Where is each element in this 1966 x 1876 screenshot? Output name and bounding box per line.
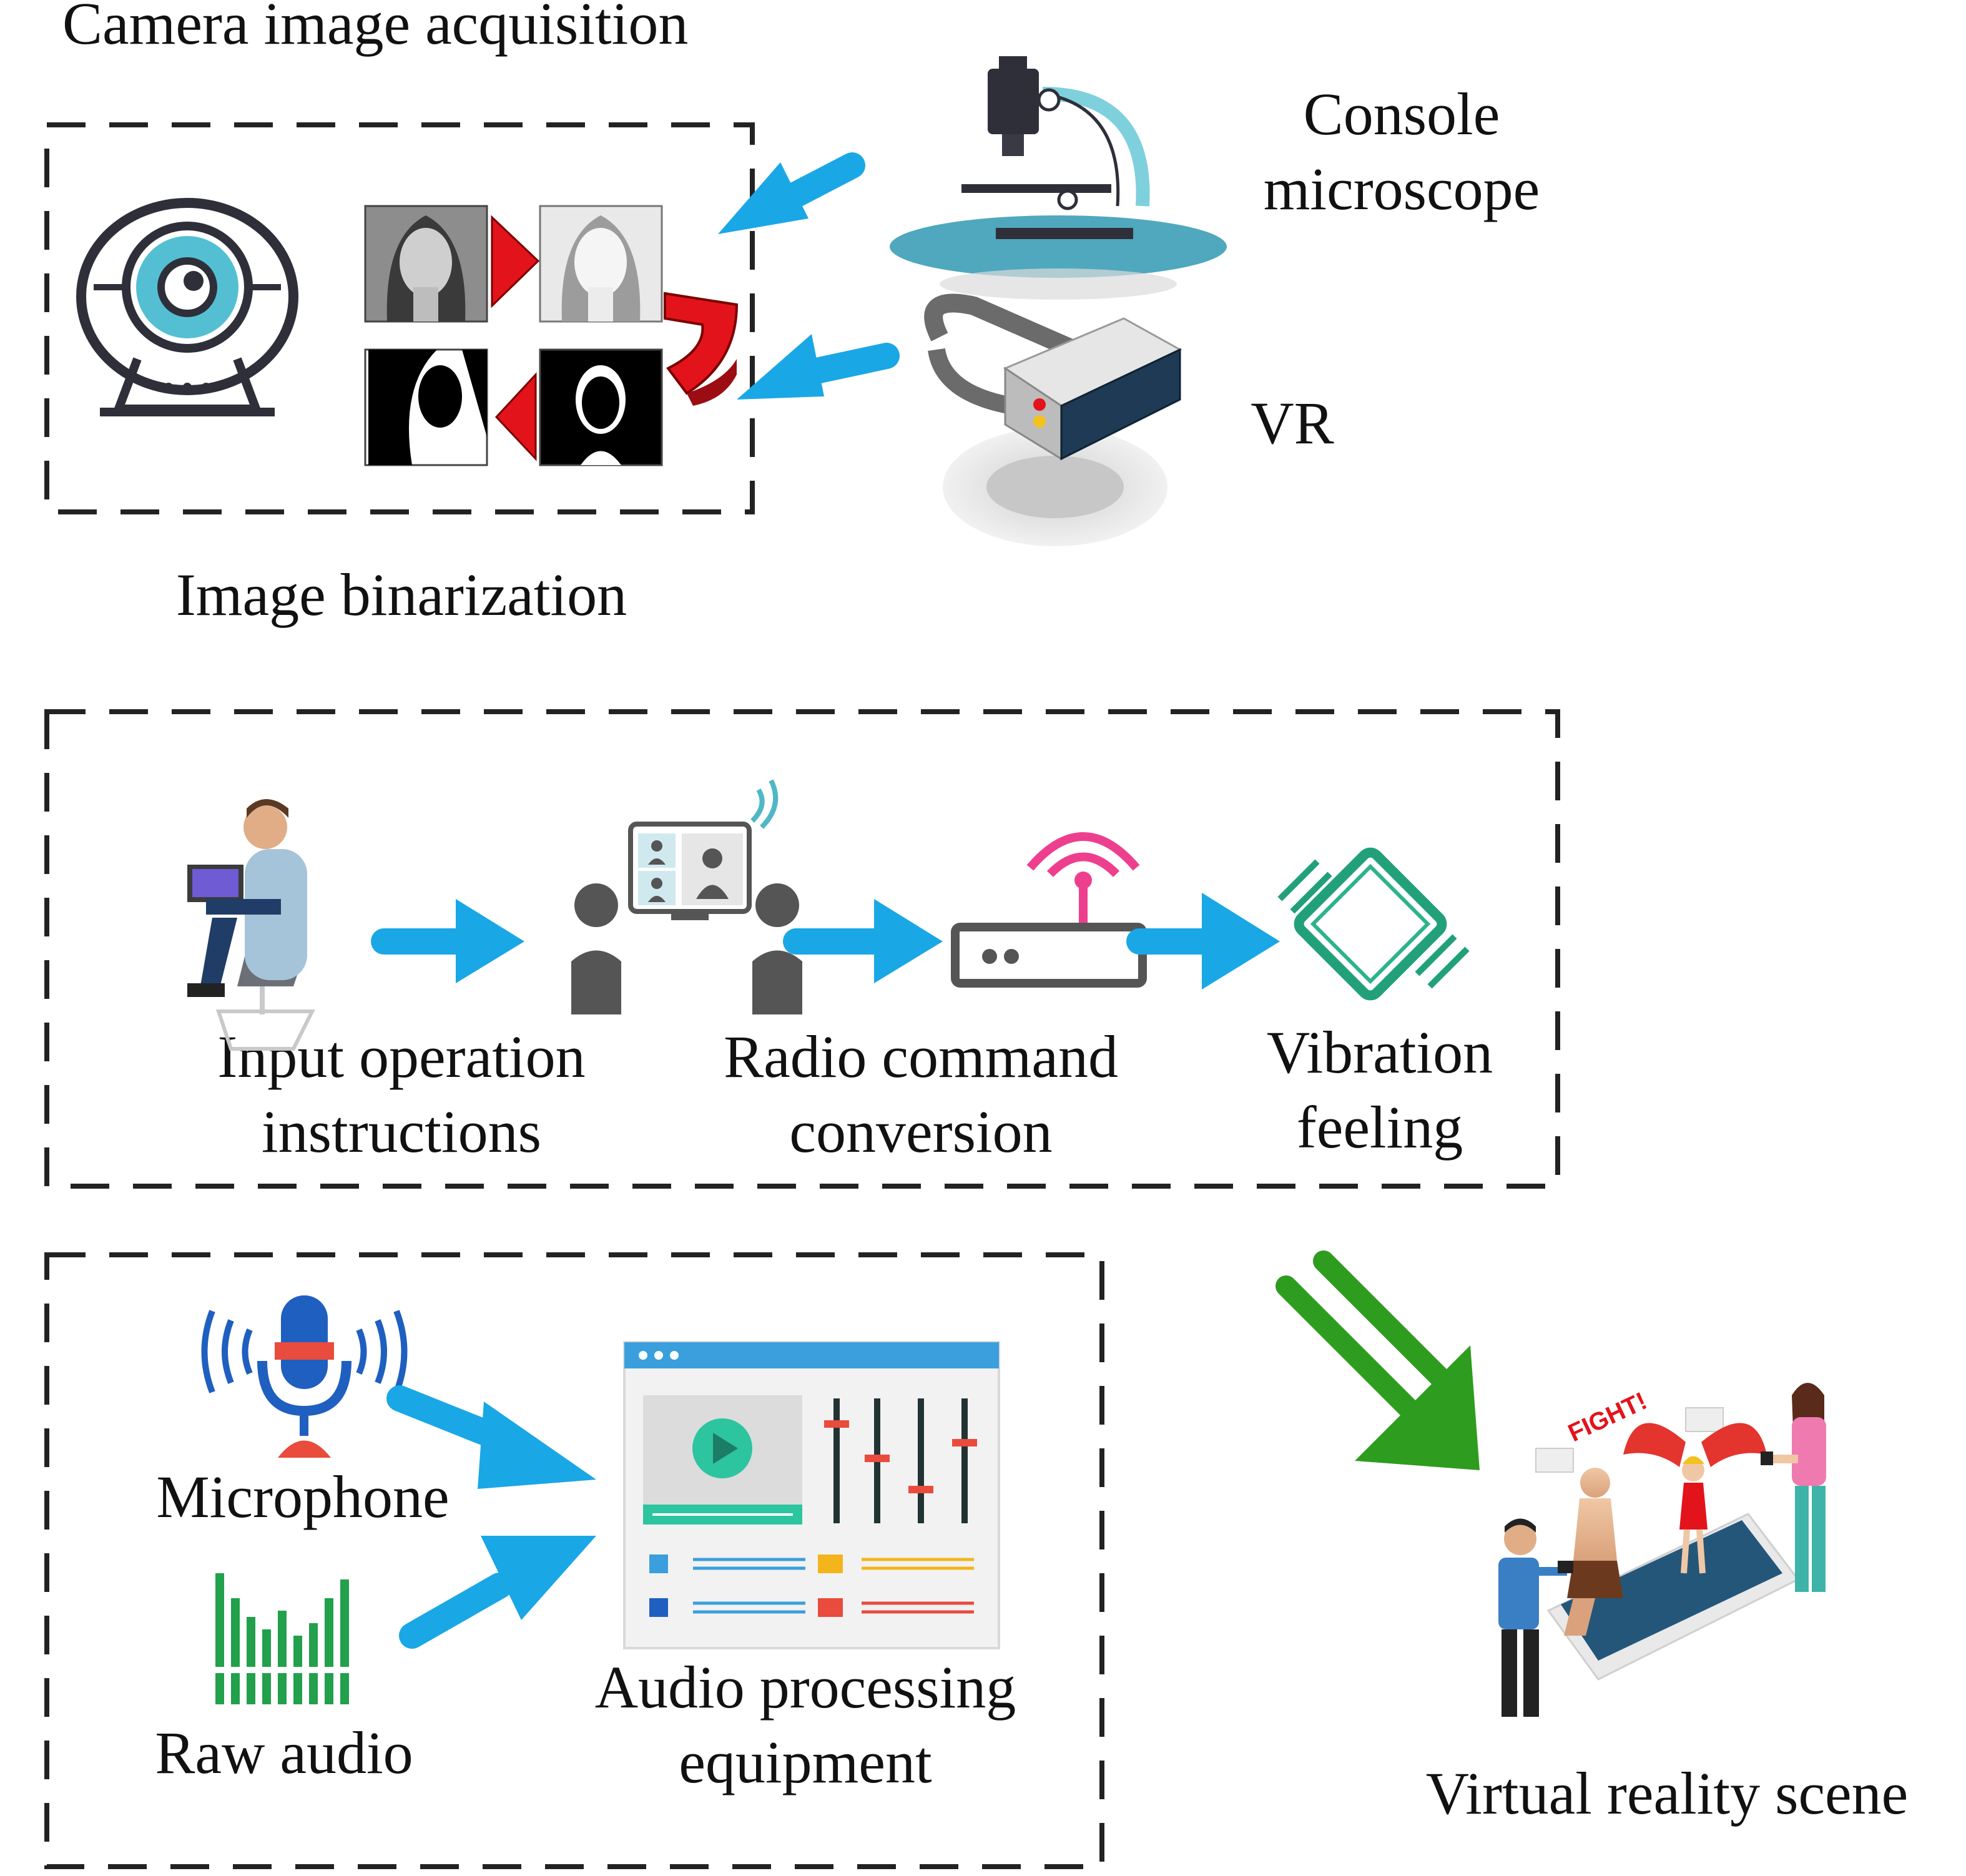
portrait-grayscale (364, 205, 488, 323)
router-icon (951, 832, 1147, 988)
console-label-line2: microscope (1264, 155, 1540, 222)
microphone-icon (201, 1295, 408, 1458)
microscope-icon (890, 56, 1227, 300)
audio-software-icon (623, 1341, 1000, 1649)
arrow-vr-to-box (737, 334, 900, 400)
red-return-arrow (664, 292, 739, 406)
vibration-label-line2: feeling (1297, 1094, 1463, 1161)
vibration-label-line1: Vibration (1267, 1019, 1493, 1086)
vr-scene-label: Virtual reality scene (1426, 1760, 1909, 1827)
console-label-line1: Console (1304, 81, 1500, 147)
arrow-to-vr-scene (1275, 1250, 1480, 1470)
vr-headset-icon (924, 293, 1182, 546)
image-binarization-label: Image binarization (176, 561, 627, 628)
vibrating-phone-icon (1277, 847, 1470, 1001)
control-box (44, 709, 1560, 1189)
arrow-router-to-vibration (1126, 893, 1280, 990)
ar-game-scene-icon: FIGHT! (1498, 1383, 1826, 1717)
red-arrow-right (491, 215, 540, 308)
binarization-box (44, 122, 755, 514)
arrow-audio-to-processor (399, 1536, 596, 1649)
equalizer-icon (209, 1573, 353, 1704)
audio-proc-label-line1: Audio processing (595, 1654, 1016, 1721)
input-ops-label-line2: instructions (262, 1098, 541, 1165)
portrait-enhanced (539, 205, 663, 323)
arrow-user-to-call (371, 899, 524, 983)
audio-proc-label-line2: equipment (679, 1729, 932, 1795)
portrait-threshold-b (539, 348, 663, 466)
video-call-icon (571, 779, 802, 1014)
microphone-label: Microphone (156, 1463, 449, 1530)
radio-cmd-label-line2: conversion (789, 1098, 1052, 1165)
vr-label: VR (1251, 390, 1334, 456)
red-arrow-left (494, 372, 537, 461)
raw-audio-label: Raw audio (155, 1719, 413, 1786)
arrow-microscope-to-box (718, 152, 865, 234)
arrow-mic-to-processor (386, 1385, 596, 1489)
arrow-call-to-router (783, 899, 943, 983)
input-ops-label-line1: Input operation (217, 1023, 585, 1090)
portrait-threshold-a (364, 348, 488, 466)
camera-acquisition-label: Camera image acquisition (62, 0, 688, 57)
user-at-laptop-icon (187, 799, 315, 1051)
audio-box (44, 1252, 1104, 1869)
radio-cmd-label-line1: Radio command (724, 1023, 1118, 1090)
webcam-icon (76, 198, 298, 416)
